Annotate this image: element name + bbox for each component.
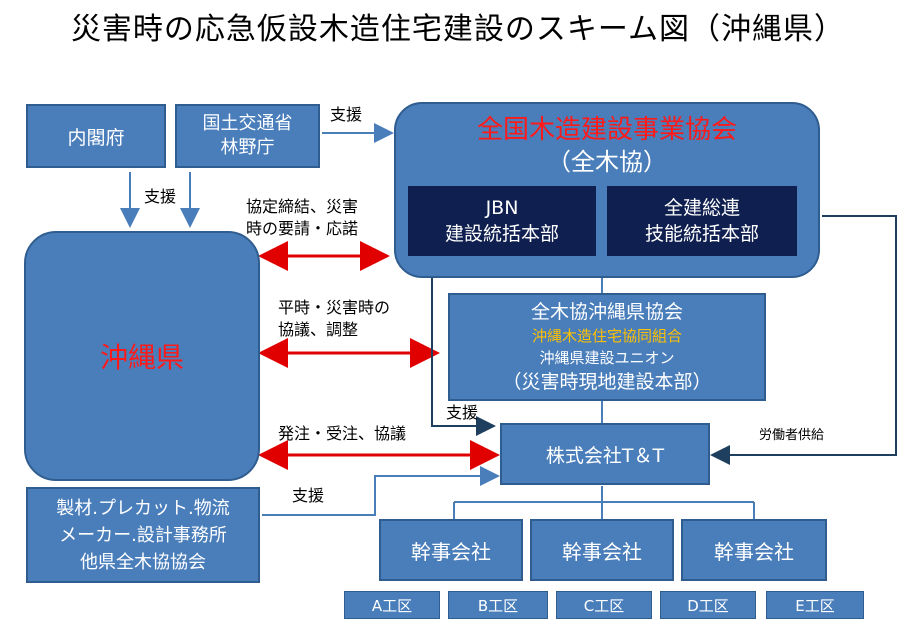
work-area-e: E工区 — [766, 591, 864, 619]
lead-company-label: 幹事会社 — [562, 539, 642, 564]
zenkensoren-to-tt-connector — [710, 215, 897, 465]
support-arrow-makers-to-tt — [262, 466, 500, 516]
okinawa-prefecture-box: 沖縄県 — [24, 231, 260, 481]
cabinet-office-label: 内閣府 — [67, 126, 125, 149]
zenkensoren-box: 全建総連 技能統括本部 — [607, 186, 797, 256]
tt-company-box: 株式会社T＆T — [500, 423, 710, 485]
jbn-hq-label: 建設統括本部 — [444, 223, 559, 245]
tt-company-label: 株式会社T＆T — [545, 444, 665, 467]
page-title: 災害時の応急仮設木造住宅建設のスキーム図（沖縄県） — [70, 12, 846, 47]
makers-line-1: 製材.プレカット.物流 — [56, 497, 230, 519]
lead-company-box-1: 幹事会社 — [379, 519, 523, 581]
zenkensoren-hq-label: 技能統括本部 — [644, 223, 759, 245]
makers-line-2: メーカー.設計事務所 — [59, 524, 227, 546]
disaster-hq-label: （災害時現地建設本部） — [502, 371, 712, 393]
makers-box: 製材.プレカット.物流 メーカー.設計事務所 他県全木協協会 — [26, 487, 260, 583]
work-area-b: B工区 — [448, 591, 548, 619]
lead-company-box-3: 幹事会社 — [681, 519, 827, 581]
cabinet-office-box: 内閣府 — [26, 104, 166, 168]
okinawa-association-name: 全木協沖縄県協会 — [530, 301, 683, 323]
forestry-agency-label: 林野庁 — [220, 137, 275, 158]
support-label-left: 支援 — [144, 187, 177, 206]
work-area-c: C工区 — [556, 591, 652, 619]
zenkensoren-label: 全建総連 — [663, 197, 740, 219]
okinawa-union-label: 沖縄県建設ユニオン — [539, 349, 675, 367]
lead-company-label: 幹事会社 — [411, 539, 491, 564]
labor-supply-label: 労働者供給 — [759, 428, 825, 443]
okinawa-association-box: 全木協沖縄県協会 沖縄木造住宅協同組合 沖縄県建設ユニオン （災害時現地建設本部… — [448, 293, 766, 401]
work-area-a: A工区 — [344, 591, 440, 619]
agreement-label-line-1: 協定締結、災害 — [246, 197, 359, 216]
consult-label-line-2: 協議、調整 — [278, 320, 359, 339]
consult-label-line-1: 平時・災害時の — [278, 298, 391, 317]
support-label-top: 支援 — [330, 105, 363, 124]
lead-company-box-2: 幹事会社 — [530, 519, 674, 581]
support-label-makers: 支援 — [292, 486, 325, 505]
jbn-box: JBN 建設統括本部 — [408, 186, 596, 256]
lead-company-label: 幹事会社 — [714, 539, 794, 564]
mlit-box: 国土交通省 林野庁 — [175, 104, 320, 168]
consult-label: 平時・災害時の 協議、調整 — [278, 297, 390, 341]
zenmokkyo-name: 全国木造建設事業協会 — [476, 115, 737, 145]
okinawa-prefecture-label: 沖縄県 — [99, 341, 184, 374]
jbn-label: JBN — [485, 197, 519, 219]
agreement-label-line-2: 時の要請・応諾 — [246, 219, 359, 238]
support-label-jbn: 支援 — [446, 403, 479, 422]
mlit-label: 国土交通省 — [202, 113, 293, 134]
zenmokkyo-abbr: （全木協） — [547, 148, 667, 176]
makers-line-3: 他県全木協協会 — [80, 551, 206, 573]
agreement-label: 協定締結、災害 時の要請・応諾 — [246, 196, 358, 240]
okinawa-wood-coop-label: 沖縄木造住宅協同組合 — [531, 327, 682, 345]
jbn-to-tt-connector — [431, 257, 496, 436]
work-area-d: D工区 — [660, 591, 756, 619]
order-label: 発注・受注、協議 — [278, 424, 407, 443]
